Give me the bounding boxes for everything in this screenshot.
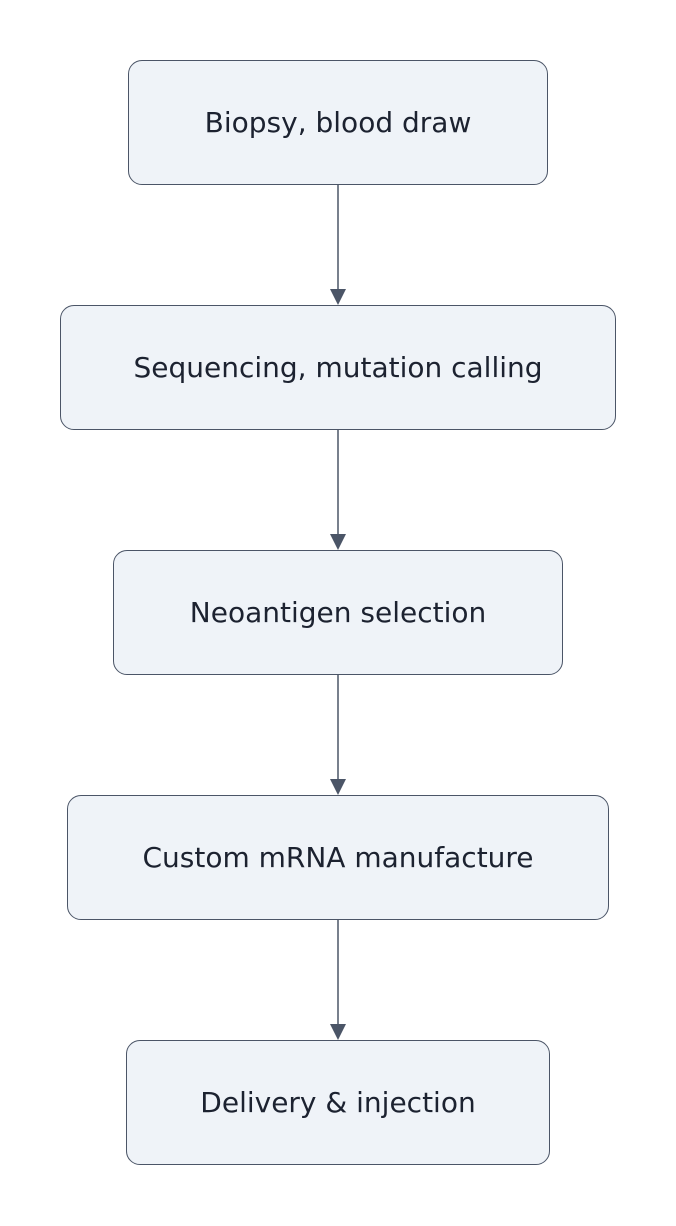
node-delivery-injection: Delivery & injection [126,1040,550,1165]
node-custom-mrna-manufacture: Custom mRNA manufacture [67,795,609,920]
node-label: Sequencing, mutation calling [133,351,543,384]
node-neoantigen-selection: Neoantigen selection [113,550,563,675]
node-sequencing-mutation-calling: Sequencing, mutation calling [60,305,616,430]
node-label: Custom mRNA manufacture [142,841,534,874]
arrow-manufacture-to-delivery [330,920,346,1040]
node-biopsy-blood-draw: Biopsy, blood draw [128,60,548,185]
node-label: Neoantigen selection [189,596,487,629]
arrow-neoantigen-to-manufacture [330,675,346,795]
arrow-sequencing-to-neoantigen [330,430,346,550]
node-label: Biopsy, blood draw [204,106,472,139]
node-label: Delivery & injection [200,1086,476,1119]
arrow-biopsy-to-sequencing [330,185,346,305]
